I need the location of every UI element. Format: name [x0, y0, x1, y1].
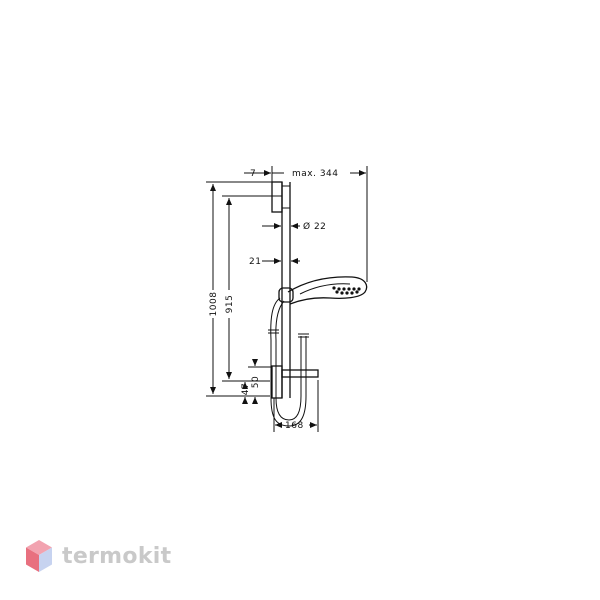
dim-rail-diameter: Ø 22 [303, 221, 326, 232]
dim-rail-height: 915 [225, 295, 235, 314]
dim-max-reach: max. 344 [292, 169, 339, 179]
brand-logo: termokit [24, 534, 171, 578]
cube-left-face [26, 547, 39, 572]
vertical-rail [281, 182, 291, 398]
dim-shelf-width: 168 [285, 421, 304, 431]
slider-holder [278, 287, 294, 303]
hand-shower [287, 276, 368, 305]
dim-total-height: 1008 [209, 292, 219, 317]
dim-height-47: 47 [241, 383, 251, 395]
dimension-lines [206, 166, 368, 432]
brand-cube-icon [26, 540, 52, 572]
dim-holder-offset: 21 [249, 257, 261, 267]
dimension-labels: 7 max. 344 Ø 22 21 1008 915 47 50 168 [209, 169, 339, 431]
brand-name: termokit [62, 543, 172, 569]
product-outline [268, 181, 368, 427]
dim-rail-offset: 7 [250, 169, 256, 179]
cube-right-face [39, 547, 52, 572]
dim-height-50: 50 [251, 376, 261, 388]
shower-hose [268, 297, 309, 427]
top-wall-bracket [271, 181, 283, 213]
shelf [281, 369, 319, 378]
bottom-wall-bracket [271, 365, 283, 399]
